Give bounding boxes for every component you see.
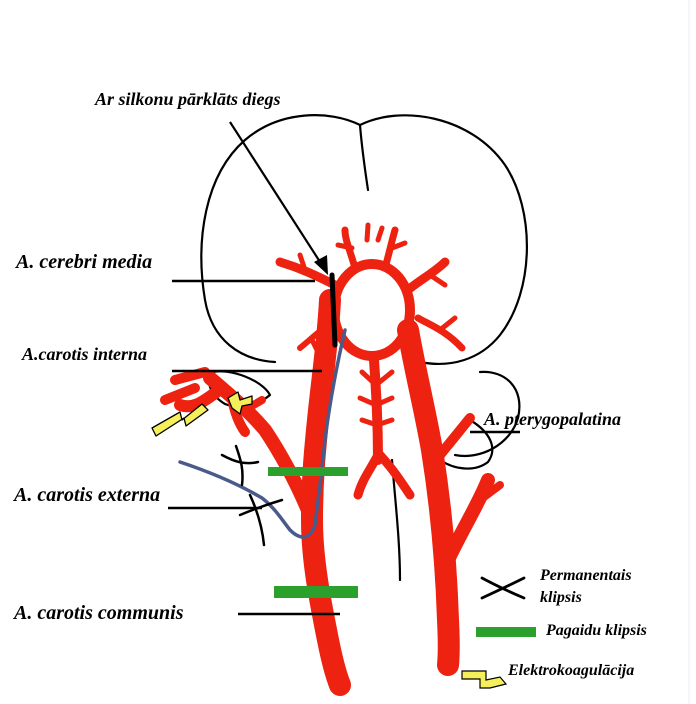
externa-branch-3: [165, 388, 195, 400]
legend-permanent-clip-line1: Permanentais: [540, 568, 632, 584]
label-pterygopalatina: A. pterygopalatina: [484, 410, 621, 428]
label-carotis-communis: A. carotis communis: [14, 603, 183, 623]
permanent-clip-lower: [240, 495, 282, 545]
mca-right: [408, 262, 445, 290]
right-external-branch: [448, 480, 488, 560]
label-silicone-thread: Ar silkonu pārklāts diegs: [95, 90, 281, 108]
temporary-clip-upper: [268, 467, 348, 476]
legend-electrocoagulation: Elektrokoagulācija: [508, 663, 634, 679]
permanent-clip-legend-icon: [482, 578, 524, 598]
legend-permanent-clip-line2: klipsis: [540, 590, 582, 606]
basilar-artery: [374, 360, 378, 460]
temporary-clip-lower: [274, 586, 358, 598]
carotis-interna-right: [408, 330, 449, 665]
acom-small-branch-4: [378, 228, 382, 240]
temporary-clip-legend-icon: [476, 627, 536, 637]
label-cerebri-media: A. cerebri media: [16, 252, 152, 272]
brain-midline: [360, 125, 368, 190]
mca-right-branch-2: [418, 318, 462, 348]
thread-pointer-arrow: [230, 122, 328, 275]
circle-of-willis: [334, 264, 410, 356]
legend-temporary-clip: Pagaidu klipsis: [546, 623, 647, 639]
acom-small-branch-3: [367, 225, 368, 240]
thread-tip: [332, 275, 335, 345]
label-carotis-externa: A. carotis externa: [14, 485, 160, 505]
carotis-interna-left: [312, 300, 340, 685]
electrocoagulation-legend-icon: [462, 671, 506, 688]
vertebral-left: [358, 455, 378, 495]
mca-right-branch-3: [440, 318, 455, 330]
permanent-clips: [222, 446, 282, 545]
externa-branch-4: [175, 372, 205, 380]
mca-right-branch-1: [430, 275, 445, 285]
pterygopalatina-right: [440, 418, 470, 455]
label-carotis-interna: A.carotis interna: [22, 345, 147, 363]
acom-small-branch-1: [338, 245, 352, 248]
